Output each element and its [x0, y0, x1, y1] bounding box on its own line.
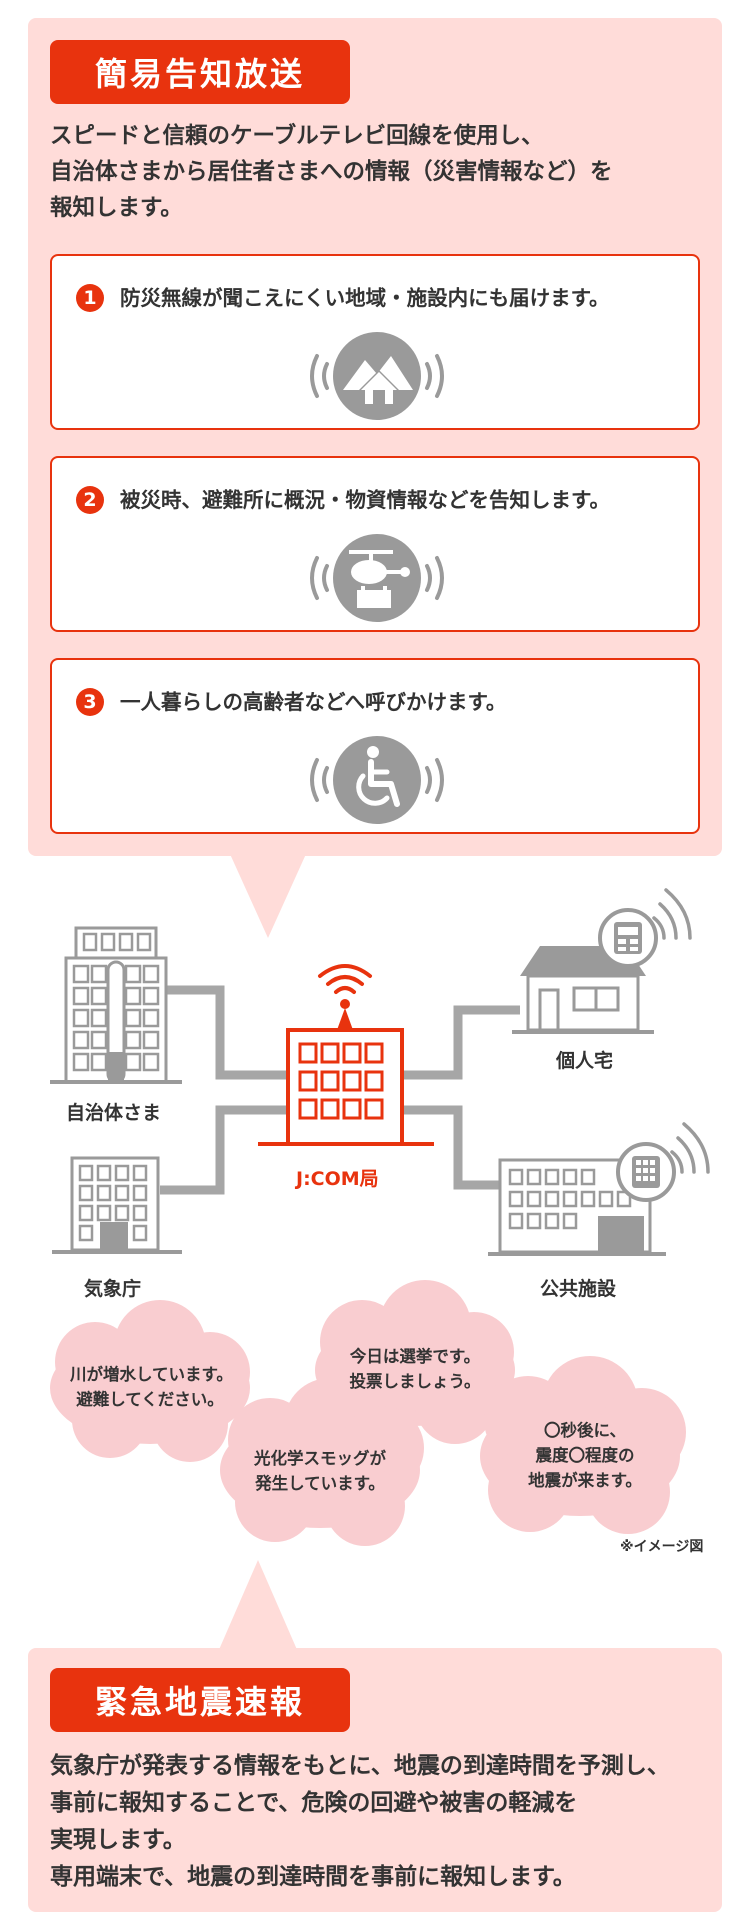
- broadcast-title: 簡易告知放送: [50, 40, 350, 104]
- feature-card-1: 1 防災無線が聞こえにくい地域・施設内にも届けます。: [50, 254, 700, 430]
- cloud-message-line: 川が増水しています。: [70, 1365, 233, 1384]
- cloud-message-4: 〇秒後に、 震度〇程度の 地震が来ます。: [515, 1418, 655, 1493]
- cloud-message-line: 発生しています。: [255, 1474, 385, 1493]
- weather-agency-building-icon: [52, 1156, 182, 1254]
- card-number-badge: 3: [76, 688, 104, 716]
- cloud-message-3: 光化学スモッグが 発生しています。: [245, 1446, 395, 1496]
- message-clouds: [50, 1280, 686, 1546]
- cloud-message-line: 投票しましょう。: [349, 1372, 481, 1391]
- panel-pointer-up: [218, 1560, 298, 1652]
- broadcast-intro: スピードと信頼のケーブルテレビ回線を使用し、 自治体さまから居住者さまへの情報（…: [50, 118, 700, 226]
- government-building-icon: [50, 926, 182, 1084]
- earthquake-intro-line: 事前に報知することで、危険の回避や被害の軽減を: [50, 1790, 578, 1816]
- public-facility-icon: [488, 1122, 710, 1256]
- cloud-message-line: 今日は選挙です。: [349, 1347, 481, 1366]
- earthquake-title: 緊急地震速報: [50, 1668, 350, 1732]
- card-text: 被災時、避難所に概況・物資情報などを告知します。: [120, 488, 610, 512]
- cloud-message-line: 光化学スモッグが: [254, 1449, 386, 1468]
- feature-card-2: 2 被災時、避難所に概況・物資情報などを告知します。: [50, 456, 700, 632]
- label-municipality: 自治体さま: [66, 1102, 162, 1124]
- earthquake-intro: 気象庁が発表する情報をもとに、地震の到達時間を予測し、 事前に報知することで、危…: [50, 1748, 700, 1896]
- card-text: 防災無線が聞こえにくい地域・施設内にも届けます。: [120, 286, 610, 310]
- cloud-4: [480, 1356, 686, 1534]
- cloud-message-line: 地震が来ます。: [528, 1471, 642, 1490]
- broadcast-intro-line: 自治体さまから居住者さまへの情報（災害情報など）を: [50, 159, 613, 185]
- label-public-facility: 公共施設: [540, 1278, 617, 1300]
- broadcast-intro-line: 報知します。: [50, 195, 183, 221]
- label-weather-agency: 気象庁: [84, 1278, 142, 1300]
- cloud-message-line: 避難してください。: [76, 1390, 224, 1409]
- earthquake-intro-line: 専用端末で、地震の到達時間を事前に報知します。: [50, 1864, 576, 1890]
- cloud-message-2: 今日は選挙です。 投票しましょう。: [340, 1344, 490, 1394]
- wheelchair-icon: [310, 736, 444, 824]
- jcom-station-icon: [258, 964, 434, 1146]
- connection-lines: [160, 985, 520, 1195]
- earthquake-intro-line: 気象庁が発表する情報をもとに、地震の到達時間を予測し、: [50, 1753, 670, 1779]
- cloud-1: [50, 1300, 250, 1462]
- card-number-badge: 1: [76, 284, 104, 312]
- earthquake-intro-line: 実現します。: [50, 1827, 186, 1853]
- label-jcom-station: J:COM局: [296, 1168, 379, 1190]
- cloud-3: [220, 1378, 424, 1546]
- image-note: ※イメージ図: [620, 1539, 704, 1555]
- panel-pointer-down: [230, 854, 306, 938]
- private-house-icon: [512, 888, 692, 1034]
- label-private-house: 個人宅: [556, 1050, 614, 1072]
- cloud-message-line: 〇秒後に、: [543, 1421, 626, 1440]
- card-number-badge: 2: [76, 486, 104, 514]
- feature-card-3: 3 一人暮らしの高齢者などへ呼びかけます。: [50, 658, 700, 834]
- cloud-message-1: 川が増水しています。 避難してください。: [70, 1362, 233, 1412]
- cloud-message-line: 震度〇程度の: [535, 1446, 635, 1465]
- card-text: 一人暮らしの高齢者などへ呼びかけます。: [120, 690, 507, 714]
- helicopter-icon: [310, 534, 444, 622]
- mountain-house-icon: [310, 332, 444, 420]
- broadcast-intro-line: スピードと信頼のケーブルテレビ回線を使用し、: [50, 123, 544, 149]
